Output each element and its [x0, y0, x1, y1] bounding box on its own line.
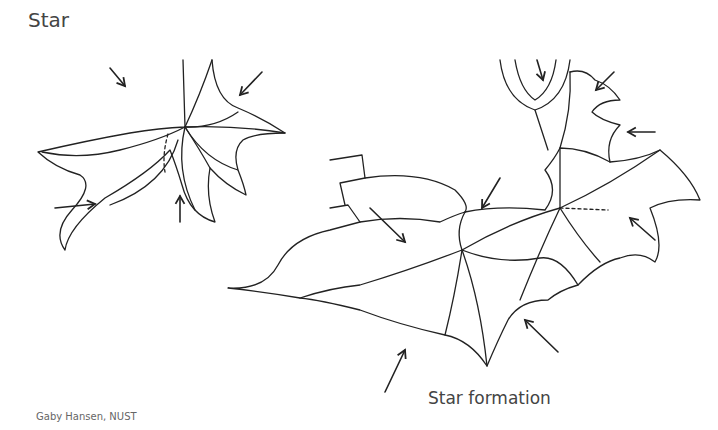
formation-fold-line [462, 208, 560, 250]
formation-fold-line [445, 250, 462, 335]
force-arrow [55, 204, 95, 208]
formation-stub [365, 176, 466, 212]
star-fold-line [42, 127, 185, 156]
figure-heading: Star [28, 8, 69, 32]
formation-lobe [560, 72, 570, 148]
formation-fold-line [520, 208, 560, 300]
force-arrow [385, 350, 405, 392]
force-arrow [628, 131, 655, 133]
force-arrow [596, 72, 614, 90]
force-arrow [370, 208, 405, 242]
formation-fold-line [559, 148, 560, 208]
force-arrow [537, 60, 543, 80]
star-fold-line [185, 127, 238, 170]
star-outline [38, 60, 285, 250]
formation-lobe [535, 110, 548, 150]
star-fold-line [185, 112, 238, 127]
formation-outline [228, 148, 700, 366]
star-fold-line [185, 127, 285, 133]
formation-fold-line [459, 212, 465, 250]
formation-fold-line [462, 250, 578, 285]
force-arrow [630, 218, 655, 240]
star-dashed-line [164, 134, 168, 172]
formation-fold-line [462, 250, 487, 366]
formation-dashed-line [560, 208, 608, 210]
star-fold-line [110, 140, 178, 205]
formation-fold-line [300, 250, 462, 298]
formation-stub [330, 205, 360, 222]
force-arrow [110, 68, 125, 86]
formation-stub [330, 155, 365, 205]
formation-lobe [500, 60, 570, 110]
formation-fold-line [560, 208, 600, 262]
star-fold-line [185, 60, 212, 127]
formation-lobe [570, 71, 620, 162]
force-arrow [525, 320, 558, 352]
force-arrow [482, 178, 500, 208]
force-arrow [240, 72, 262, 95]
star-fold-line [182, 127, 195, 210]
formation-lobe [515, 60, 556, 100]
force-arrow [179, 196, 181, 222]
figure-caption: Star formation [428, 388, 551, 408]
credit-note: Gaby Hansen, NUST [36, 411, 137, 422]
